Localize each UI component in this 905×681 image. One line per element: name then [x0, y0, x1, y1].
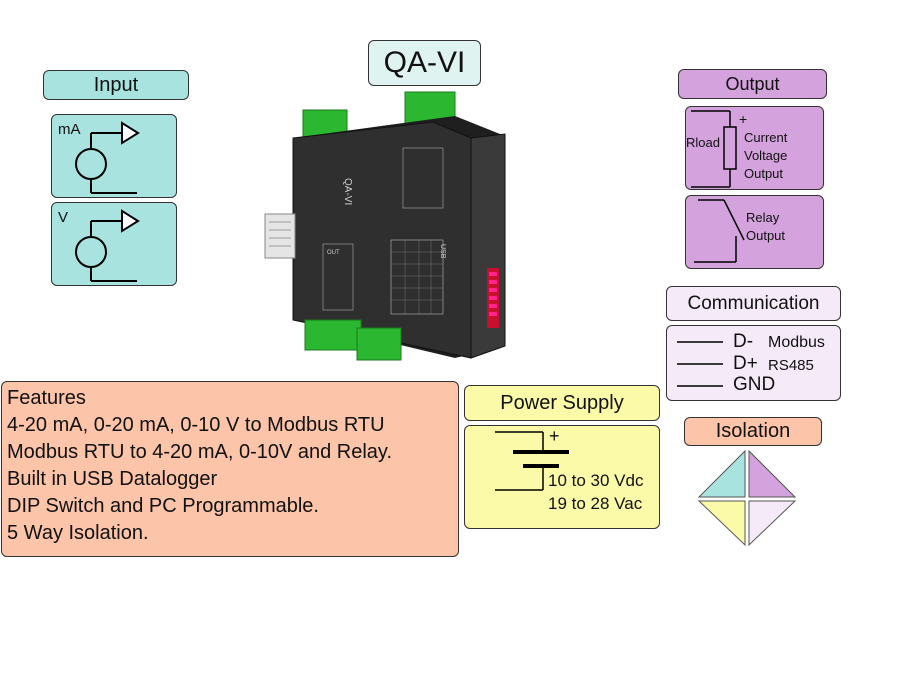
- isolation-label-box: Isolation: [684, 417, 822, 446]
- label-grid: [390, 239, 444, 315]
- analog-output-box: + Rload Current Voltage Output: [685, 106, 824, 190]
- input-label: Input: [93, 73, 139, 96]
- voltage-label: Voltage: [744, 148, 788, 163]
- page-title: QA-VI: [383, 46, 466, 79]
- bottom-connector-right: [356, 327, 402, 361]
- output-plus: +: [739, 111, 748, 127]
- title-box: QA-VI: [368, 40, 481, 86]
- isolation-label: Isolation: [715, 420, 791, 442]
- gnd-label: GND: [733, 374, 776, 395]
- features-box: Features 4-20 mA, 0-20 mA, 0-10 V to Mod…: [1, 381, 459, 557]
- relay-output-box: Relay Output: [685, 195, 824, 269]
- output-label: Output: [725, 73, 780, 94]
- input-label-box: Input: [43, 70, 189, 100]
- bus-lines: [677, 341, 723, 387]
- features-heading: Features: [7, 387, 86, 409]
- power-supply-label: Power Supply: [500, 391, 624, 414]
- feature-line: 4-20 mA, 0-20 mA, 0-10 V to Modbus RTU: [7, 414, 385, 436]
- modbus-label: Modbus: [768, 334, 825, 351]
- isolation-quadrant-yellow: [697, 500, 746, 547]
- v-label: V: [58, 209, 69, 226]
- rs485-label: RS485: [768, 357, 814, 374]
- device-illustration: QA-VI OUT USB: [264, 91, 506, 361]
- ma-label: mA: [58, 121, 81, 138]
- side-pin-connector: [264, 213, 296, 259]
- feature-line: DIP Switch and PC Programmable.: [7, 495, 319, 517]
- output-word-label: Output: [744, 166, 784, 181]
- device-out-label: OUT: [327, 250, 340, 256]
- resistor-load-symbol: [691, 110, 737, 188]
- d-plus-label: D+: [733, 353, 758, 374]
- power-plus: +: [549, 426, 560, 446]
- device-model-label: QA-VI: [342, 178, 353, 205]
- output-label-box: Output: [678, 69, 827, 99]
- current-source-symbol: [75, 121, 140, 194]
- battery-symbol: [495, 431, 569, 491]
- ac-range-label: 19 to 28 Vac: [548, 494, 643, 513]
- ma-input-box: mA: [51, 114, 177, 198]
- voltage-source-symbol: [75, 209, 140, 282]
- relay-switch-symbol: [694, 199, 745, 263]
- dc-range-label: 10 to 30 Vdc: [548, 471, 644, 490]
- relay-label: Relay: [746, 210, 780, 225]
- rload-label: Rload: [686, 135, 720, 150]
- power-supply-box: + 10 to 30 Vdc 19 to 28 Vac: [464, 425, 660, 529]
- isolation-quadrant-lavender: [748, 500, 797, 547]
- isolation-quadrant-cyan: [697, 449, 746, 498]
- device-usb-label: USB: [439, 244, 446, 259]
- communication-label-box: Communication: [666, 286, 841, 321]
- v-input-box: V: [51, 202, 177, 286]
- communication-label: Communication: [687, 292, 820, 314]
- power-supply-label-box: Power Supply: [464, 385, 660, 421]
- feature-line: Built in USB Datalogger: [7, 468, 218, 490]
- communication-box: D- Modbus D+ RS485 GND: [666, 325, 841, 401]
- isolation-quadrant-purple: [748, 449, 797, 498]
- relay-output-label: Output: [746, 228, 786, 243]
- feature-line: Modbus RTU to 4-20 mA, 0-10V and Relay.: [7, 441, 392, 463]
- d-minus-label: D-: [733, 331, 754, 352]
- current-label: Current: [744, 130, 788, 145]
- feature-line: 5 Way Isolation.: [7, 522, 149, 544]
- bottom-connector-left: [304, 319, 362, 351]
- isolation-diamond: [697, 449, 797, 547]
